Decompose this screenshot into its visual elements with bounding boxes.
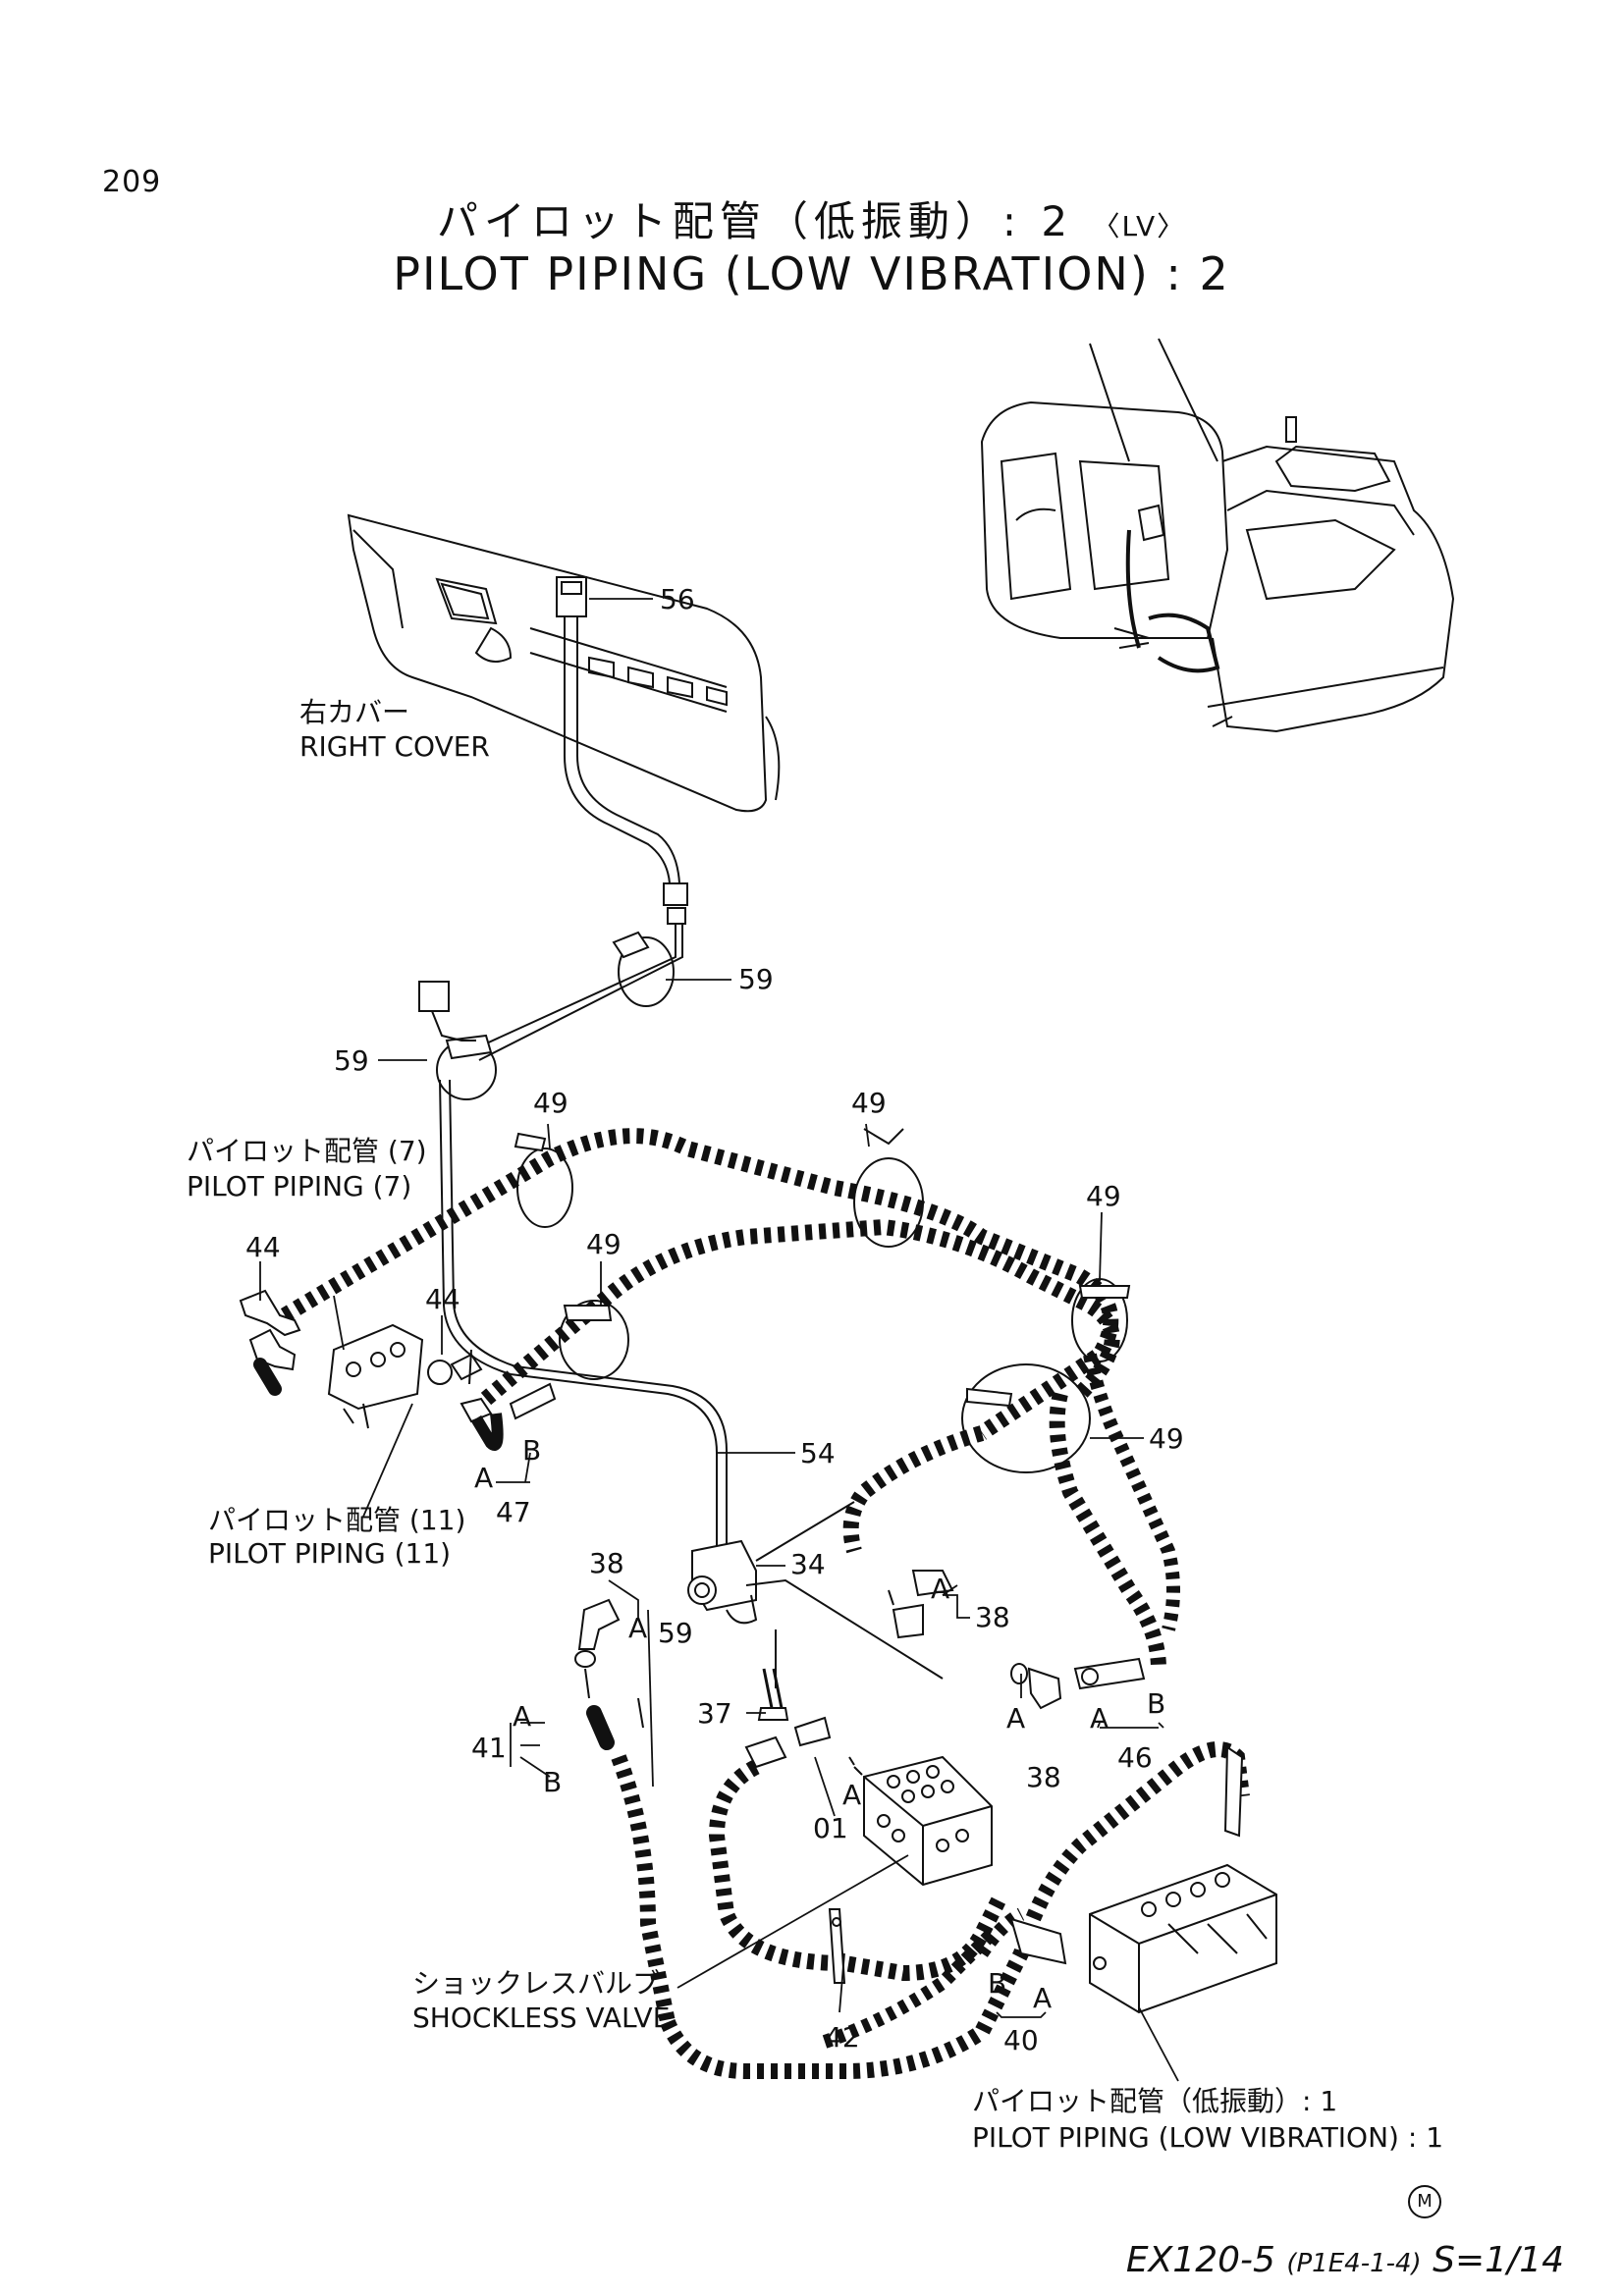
callout-34: 34: [790, 1548, 826, 1580]
callout-38: 38: [1026, 1761, 1061, 1793]
excavator-overview-drawing: [980, 338, 1455, 733]
right-cover-drawing: [347, 513, 781, 813]
valve-34: [687, 1501, 954, 1721]
callout-59: 59: [738, 963, 774, 995]
fittings-46: [1010, 1657, 1146, 1710]
callout-56: 56: [660, 583, 695, 615]
manufacturer-mark: M: [1408, 2185, 1441, 2218]
callout-49: 49: [586, 1228, 622, 1260]
port-b-label: B: [988, 1967, 1006, 2000]
title-english: PILOT PIPING (LOW VIBRATION) : 2: [393, 247, 1230, 300]
callout-46: 46: [1117, 1741, 1153, 1774]
callout-37: 37: [697, 1697, 732, 1730]
port-a-label: A: [1006, 1702, 1025, 1735]
title-japanese: パイロット配管（低振動）: 2 〈LV〉: [0, 188, 1623, 248]
pilot-piping-11-jp-label: パイロット配管 (11): [208, 1504, 465, 1536]
callout-59: 59: [658, 1617, 693, 1649]
callout-59: 59: [334, 1044, 369, 1077]
right-cover-jp-label: 右カバー: [299, 696, 409, 728]
callout-01: 01: [813, 1812, 848, 1844]
clamps-49: [514, 1128, 1131, 1473]
pilot-valve-7: [239, 1289, 483, 1429]
callout-42: 42: [825, 2021, 860, 2054]
callout-41: 41: [471, 1732, 507, 1764]
drawing-code: (P1E4-1-4): [1286, 2249, 1422, 2278]
leader-lines: [259, 598, 1179, 2082]
callout-38: 38: [975, 1601, 1010, 1633]
pilot-piping-lowvib-1-en-label: PILOT PIPING (LOW VIBRATION) : 1: [972, 2121, 1443, 2154]
callout-40: 40: [1003, 2024, 1039, 2056]
bracket-42: [828, 1908, 846, 1984]
pilot-piping-7-jp-label: パイロット配管 (7): [187, 1135, 427, 1167]
port-b-label: B: [543, 1766, 562, 1798]
pilot-piping-11-en-label: PILOT PIPING (11): [208, 1537, 451, 1570]
model-number: EX120-5: [1125, 2240, 1275, 2280]
port-a-label: A: [842, 1779, 861, 1811]
pilot-piping-7-en-label: PILOT PIPING (7): [187, 1170, 411, 1202]
port-a-label: A: [1033, 1982, 1052, 2014]
shockless-valve-en-label: SHOCKLESS VALVE: [412, 2002, 670, 2034]
port-a-label: A: [1090, 1702, 1109, 1735]
callout-49: 49: [1149, 1422, 1184, 1455]
callout-44: 44: [245, 1231, 281, 1263]
page-number: 209: [102, 165, 162, 199]
pilot-tube-54: [439, 1079, 728, 1575]
scale-label: S=1/14: [1433, 2240, 1564, 2280]
corrugated-hoses-lower: [660, 1741, 1250, 2079]
port-b-label: B: [522, 1434, 541, 1467]
port-a-label: A: [474, 1462, 493, 1494]
control-valve-block: [1009, 1745, 1277, 2014]
corrugated-hoses-upper: [280, 1128, 1180, 1670]
port-a-label: A: [628, 1612, 647, 1644]
callout-38: 38: [589, 1547, 624, 1579]
fittings-47: [460, 1382, 557, 1451]
callout-49: 49: [533, 1087, 568, 1119]
port-a-label: A: [513, 1700, 531, 1733]
port-a-label: A: [931, 1573, 949, 1605]
title-variant: 〈LV〉: [1092, 210, 1187, 242]
fittings-38-hose-41: [574, 1598, 676, 2024]
harness-56: [470, 576, 688, 1061]
callout-49: 49: [1086, 1180, 1121, 1212]
callout-49: 49: [851, 1087, 887, 1119]
clamp-59: [418, 931, 675, 1100]
shockless-valve-jp-label: ショックレスバルブ: [412, 1967, 660, 2000]
port-b-label: B: [1147, 1687, 1165, 1720]
pilot-piping-lowvib-1-jp-label: パイロット配管（低振動）: 1: [972, 2085, 1337, 2117]
callout-47: 47: [496, 1496, 531, 1528]
title-japanese-text: パイロット配管（低振動）: 2: [436, 197, 1074, 245]
callout-44: 44: [425, 1283, 460, 1315]
callout-54: 54: [800, 1437, 836, 1469]
shockless-valve-block: [744, 1716, 993, 1887]
footer-model-code: EX120-5 (P1E4-1-4) S=1/14: [1126, 2240, 1564, 2280]
right-cover-en-label: RIGHT COVER: [299, 730, 490, 763]
